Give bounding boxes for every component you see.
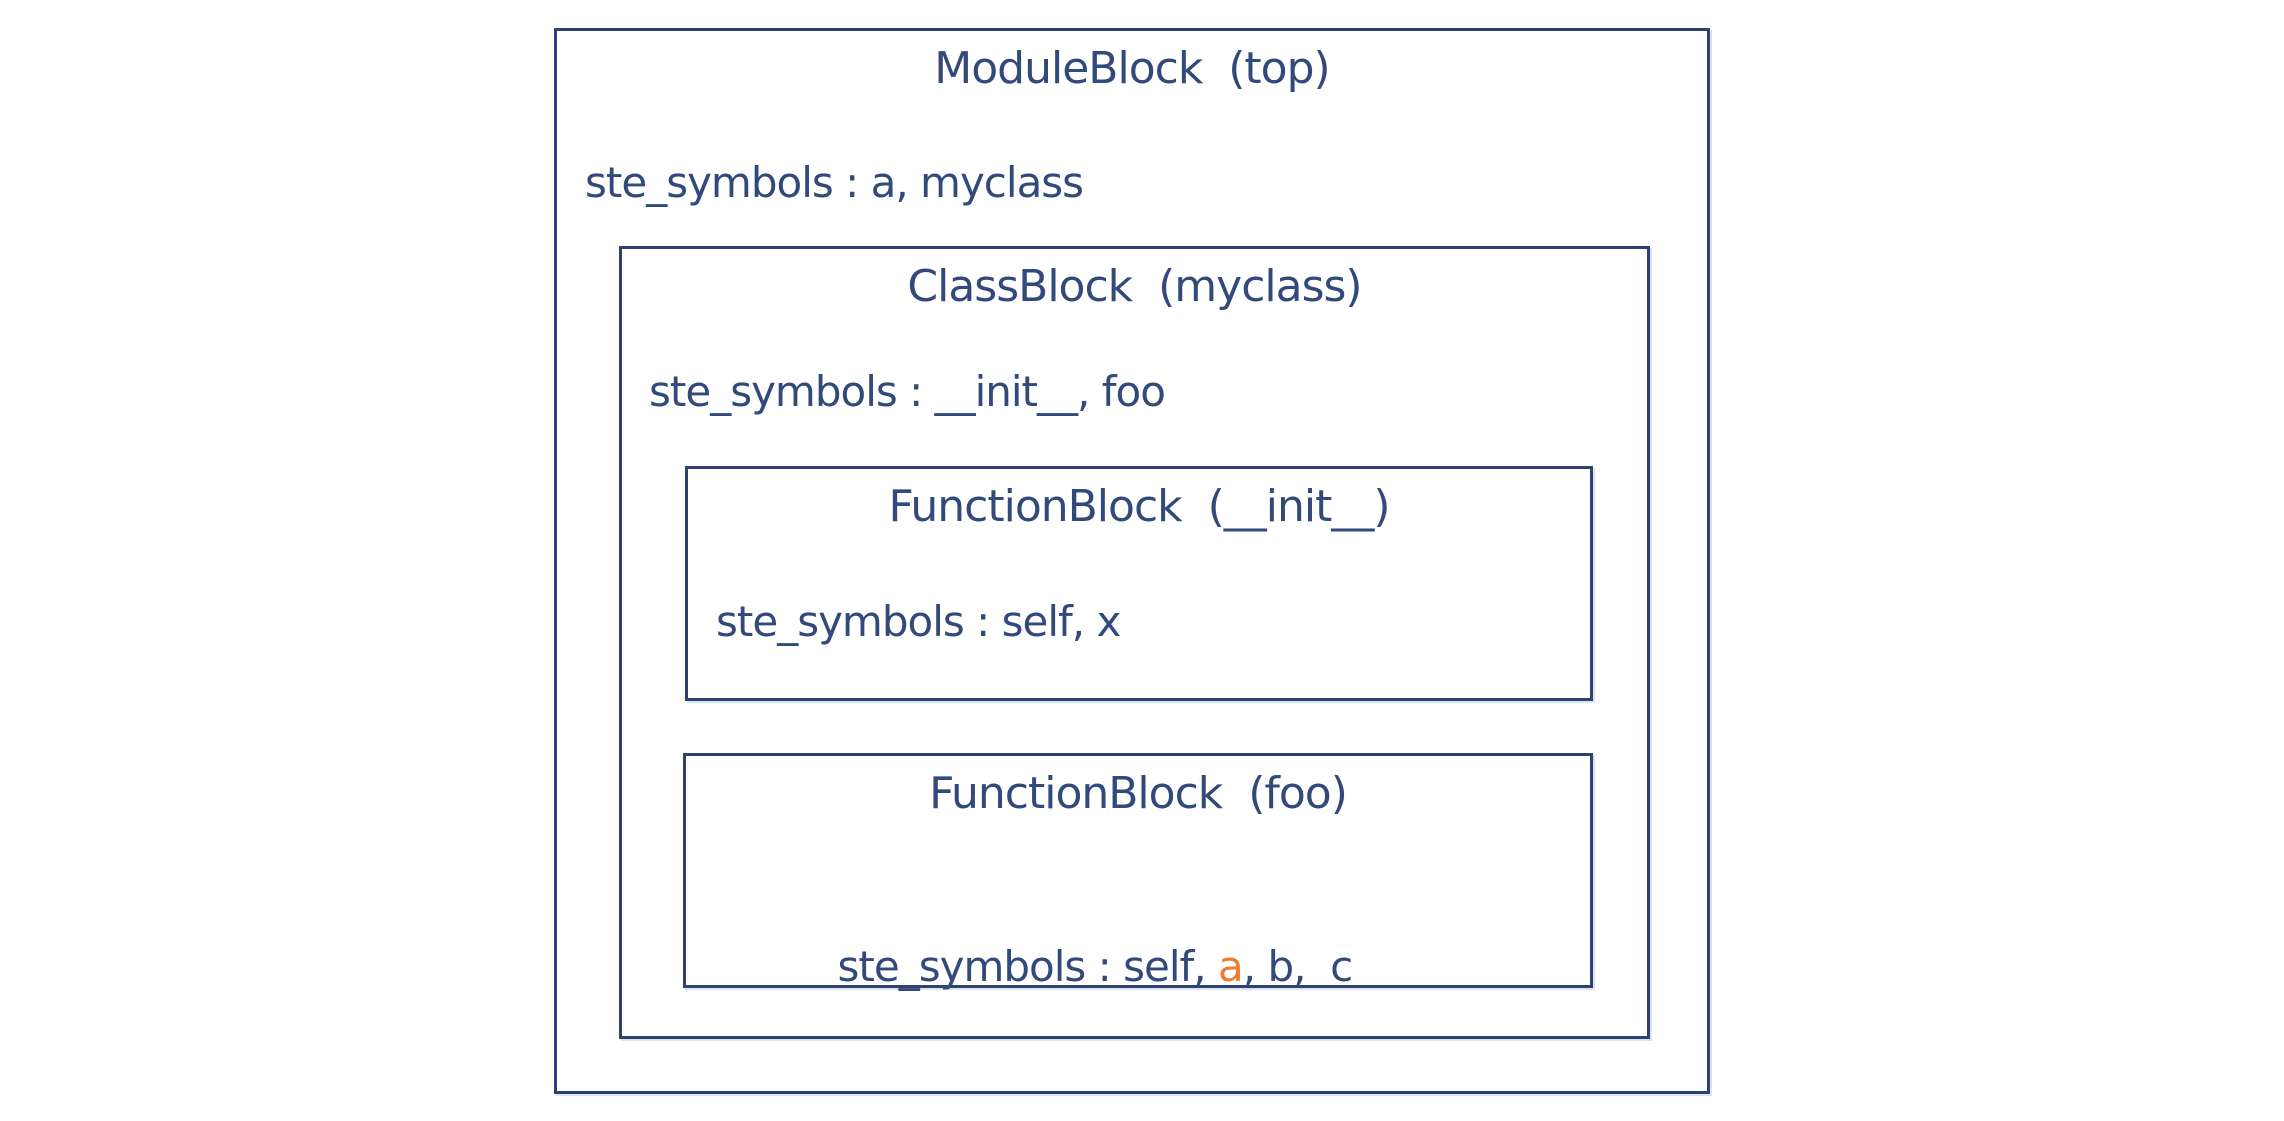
function-block-foo-title: FunctionBlock (foo) [929,768,1348,819]
function-block-foo-symbols: ste_symbols : self, a, b, c [714,883,1354,1051]
function-block-init: FunctionBlock (__init__) ste_symbols : s… [685,466,1593,701]
class-block: ClassBlock (myclass) ste_symbols : __ini… [619,246,1650,1039]
module-block: ModuleBlock (top) ste_symbols : a, mycla… [554,28,1710,1094]
foo-symbols-suffix: , b, c [1242,942,1354,991]
class-block-title: ClassBlock (myclass) [907,261,1362,312]
function-block-init-symbols: ste_symbols : self, x [716,597,1121,646]
foo-symbols-highlighted-a: a [1218,942,1244,991]
foo-symbols-prefix: ste_symbols : self, [837,942,1218,991]
class-block-symbols: ste_symbols : __init__, foo [649,367,1166,416]
function-block-foo: FunctionBlock (foo) ste_symbols : self, … [683,753,1593,991]
module-block-title: ModuleBlock (top) [934,43,1330,94]
function-block-init-title: FunctionBlock (__init__) [888,481,1390,532]
module-block-symbols: ste_symbols : a, myclass [585,158,1084,207]
